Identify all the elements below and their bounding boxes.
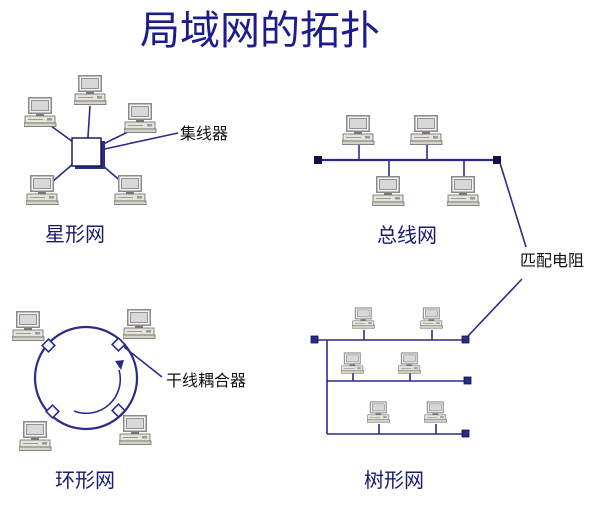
ring-loop — [33, 325, 139, 431]
coupler-callout-line — [123, 346, 163, 378]
terminator-label: 匹配电阻 — [520, 251, 584, 270]
computer-icon — [447, 175, 480, 206]
computer-icon — [367, 401, 390, 423]
coupler-icon — [41, 338, 56, 353]
hub-label: 集线器 — [180, 124, 228, 143]
computer-icon — [24, 96, 57, 127]
terminator-icon — [463, 376, 472, 385]
terminator-callout-line — [499, 162, 527, 248]
computer-icon — [342, 114, 375, 145]
coupler-label: 干线耦合器 — [166, 371, 246, 390]
computer-icon — [12, 310, 45, 341]
hub-icon — [71, 137, 105, 169]
computer-icon — [352, 307, 375, 329]
terminator-icon — [461, 335, 470, 344]
tree-caption: 树形网 — [364, 468, 424, 492]
computer-icon — [420, 307, 443, 329]
page-title: 局域网的拓扑 — [140, 8, 380, 54]
ring-direction-arrow — [115, 360, 124, 370]
computer-icon — [26, 174, 59, 205]
terminator-icon — [310, 335, 319, 344]
hub-callout-line — [99, 132, 179, 151]
terminator-icon — [314, 156, 322, 164]
coupler-icon — [45, 404, 60, 419]
computer-icon — [424, 401, 447, 423]
terminator-callout-line — [467, 278, 523, 337]
computer-icon — [398, 352, 421, 374]
star-caption: 星形网 — [45, 222, 105, 246]
computer-icon — [341, 352, 364, 374]
coupler-icon — [111, 337, 126, 352]
terminator-icon — [493, 156, 501, 164]
coupler-icon — [111, 403, 126, 418]
computer-icon — [372, 175, 405, 206]
bus-topology: 总线网 — [314, 114, 501, 247]
computer-icon — [410, 114, 443, 145]
ring-caption: 环形网 — [55, 468, 115, 492]
computer-icon — [19, 420, 52, 451]
terminator-icon — [461, 429, 470, 438]
computer-icon — [124, 102, 157, 133]
computer-icon — [114, 174, 147, 205]
computer-icon — [119, 414, 152, 445]
star-topology: 集线器 星形网 — [24, 74, 228, 246]
computer-icon — [74, 74, 107, 105]
ring-topology: 干线耦合器 环形网 — [12, 308, 246, 492]
computer-icon — [123, 308, 156, 339]
ring-direction-arc — [73, 369, 122, 415]
tree-topology: 树形网 — [310, 307, 472, 492]
bus-caption: 总线网 — [377, 223, 437, 247]
